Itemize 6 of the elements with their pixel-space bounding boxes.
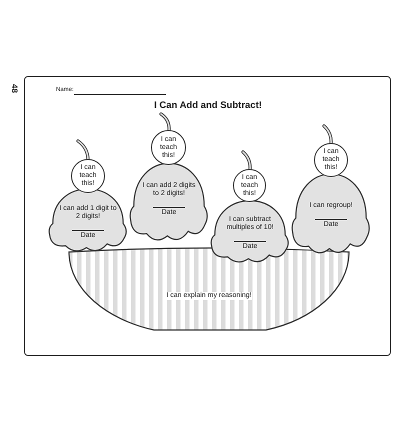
page-number: 48 xyxy=(10,84,19,93)
cherry xyxy=(314,143,348,177)
cherry xyxy=(151,130,186,165)
cherry xyxy=(71,159,105,193)
worksheet-title: I Can Add and Subtract! xyxy=(153,100,263,111)
cherry xyxy=(233,169,266,202)
